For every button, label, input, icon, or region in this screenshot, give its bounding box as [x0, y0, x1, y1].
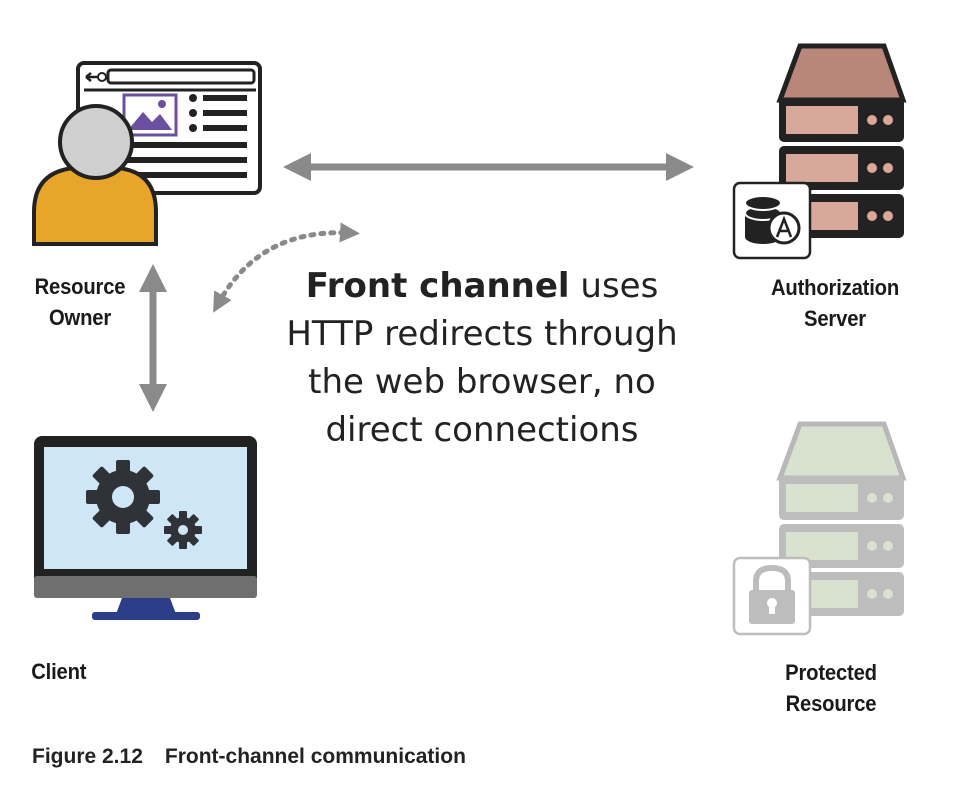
headline-line2: HTTP redirects through [286, 314, 678, 354]
figure-number: Figure 2.12 [32, 745, 143, 768]
resource-owner-icon [32, 61, 262, 246]
padlock-icon [732, 556, 812, 636]
client-icon [34, 436, 257, 620]
headline-line1-rest: uses [569, 266, 659, 306]
resource-owner-label: Resource Owner [34, 274, 126, 330]
headline-line4: direct connections [325, 410, 639, 450]
figure-title: Front-channel communication [164, 745, 466, 768]
redirect-dotted-arrow [213, 222, 360, 313]
headline-line3: the web browser, no [308, 362, 656, 402]
authorization-server-label: Authorization Server [770, 275, 900, 331]
figure-caption: Figure 2.12 Front-channel communication [32, 745, 466, 769]
client-label: Client [31, 659, 87, 684]
database-auth-icon [732, 181, 812, 260]
front-channel-description: Front channel uses HTTP redirects throug… [262, 262, 702, 454]
headline-bold: Front channel [305, 266, 570, 306]
protected-resource-label: Protected Resource [785, 660, 877, 716]
